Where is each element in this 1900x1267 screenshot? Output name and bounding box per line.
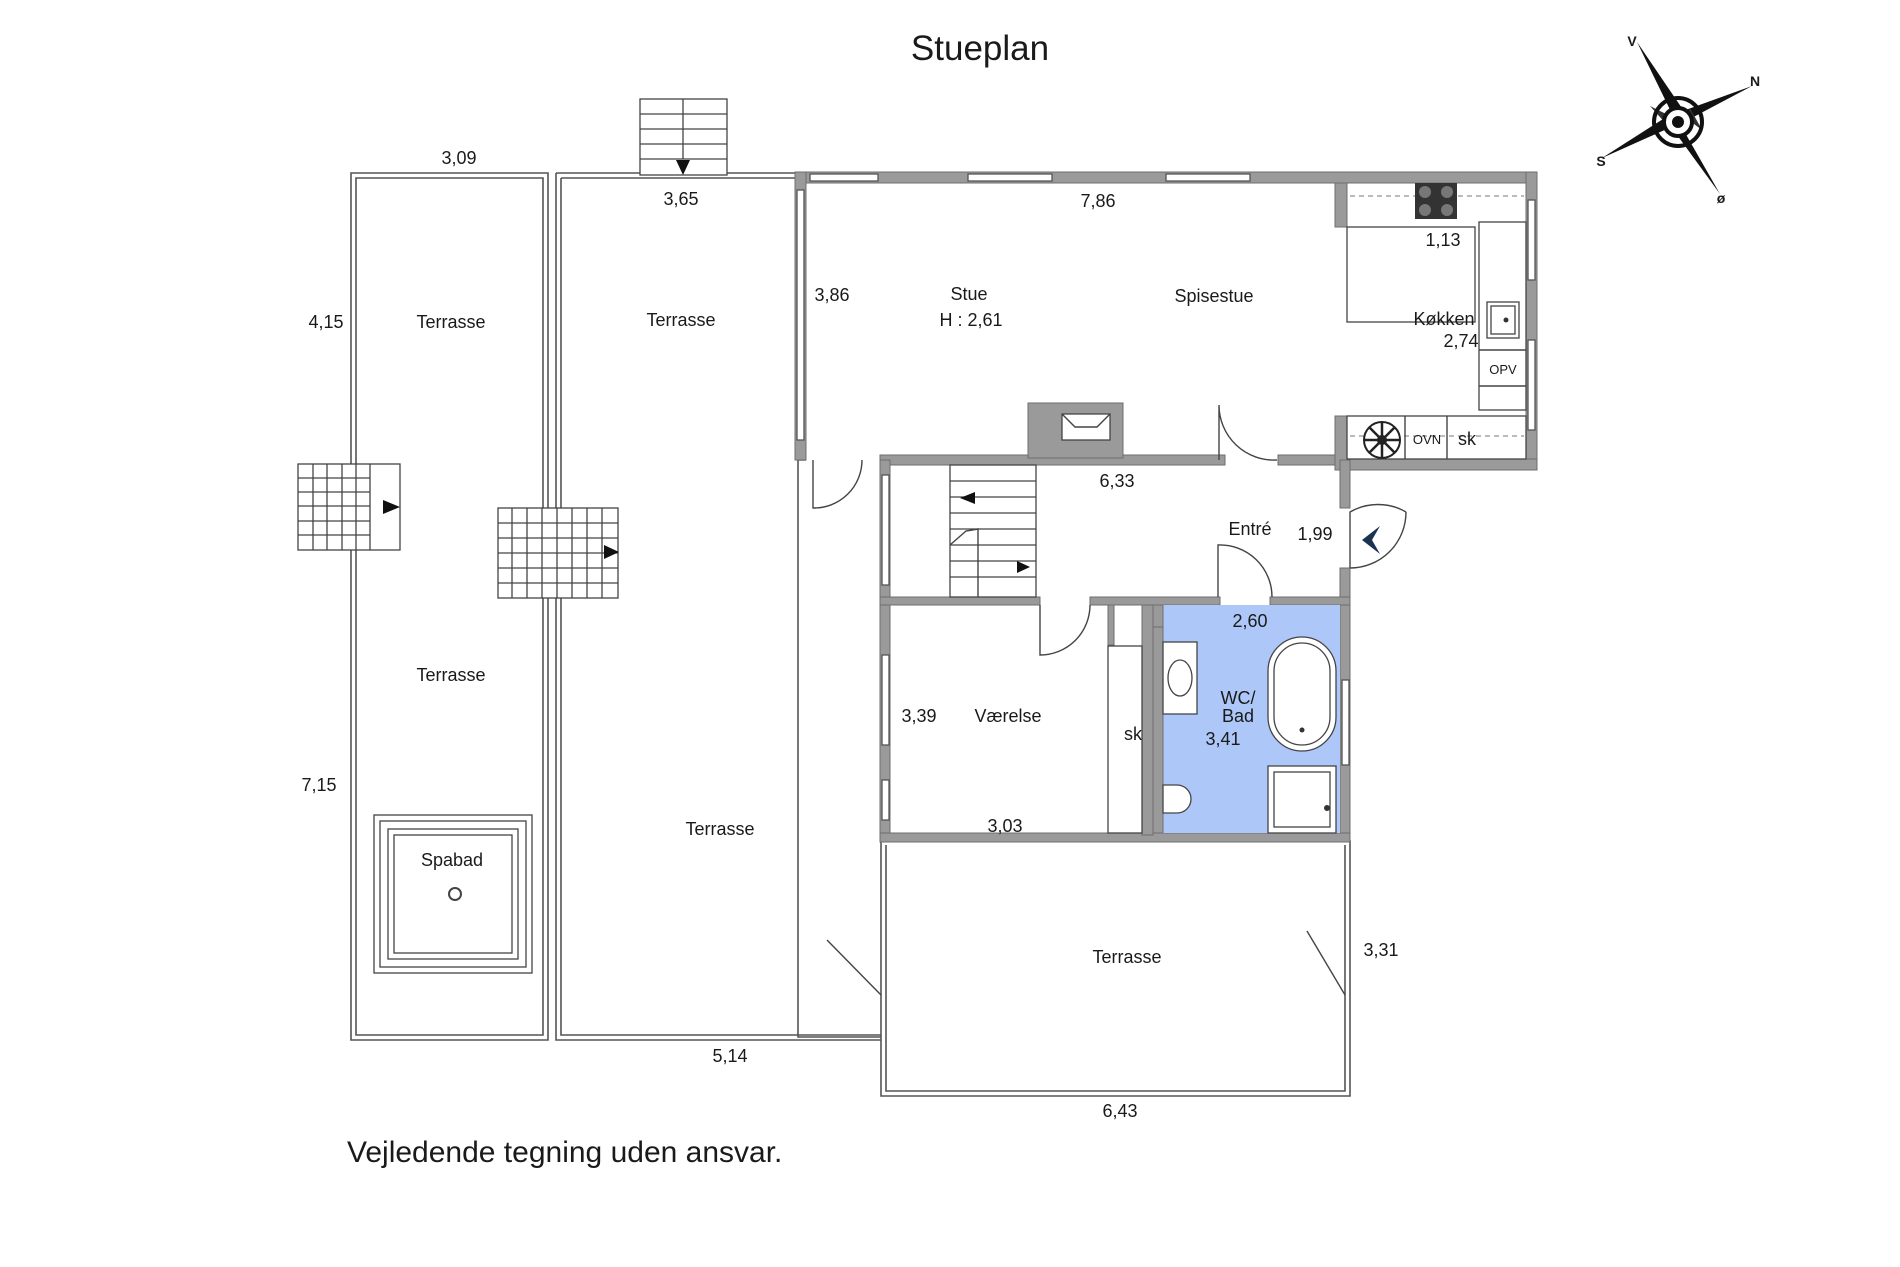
stair-arrow-icon xyxy=(960,492,975,504)
compass-icon xyxy=(1602,42,1752,194)
spabad xyxy=(373,814,533,974)
room-label-terrasse-3: Terrasse xyxy=(416,665,485,685)
stairs-middle xyxy=(497,507,619,599)
bathroom-fixtures xyxy=(1162,636,1337,834)
dimension-6-33: 6,33 xyxy=(1099,471,1134,491)
fixture-label-opv: OPV xyxy=(1489,362,1517,377)
room-label-spisestue: Spisestue xyxy=(1174,286,1253,306)
entry-arrow-icon xyxy=(1362,526,1380,554)
compass-label-s: S xyxy=(1596,153,1605,169)
compass-label-n: N xyxy=(1750,73,1760,89)
closet xyxy=(1107,645,1143,834)
dimension-1-99: 1,99 xyxy=(1297,524,1332,544)
dimension-2-74: 2,74 xyxy=(1443,331,1478,351)
dimension-7-86: 7,86 xyxy=(1080,191,1115,211)
windows xyxy=(796,173,1536,821)
stairs-top xyxy=(639,98,728,176)
dimension-3-41: 3,41 xyxy=(1205,729,1240,749)
stair-arrow-icon xyxy=(676,160,690,175)
room-label-stue-height: H : 2,61 xyxy=(939,310,1002,330)
room-label-kokken: Køkken xyxy=(1413,309,1474,329)
fixture-label-ovn: OVN xyxy=(1413,432,1441,447)
stair-arrow-icon xyxy=(383,500,400,514)
dimension-3-03: 3,03 xyxy=(987,816,1022,836)
room-label-bad: Bad xyxy=(1222,706,1254,726)
room-label-terrasse-5: Terrasse xyxy=(1092,947,1161,967)
oven-fan-icon xyxy=(1363,421,1401,459)
stair-arrow-icon xyxy=(1017,561,1030,573)
dimension-3-39: 3,39 xyxy=(901,706,936,726)
dimension-4-15: 4,15 xyxy=(308,312,343,332)
stair-arrow-icon xyxy=(604,545,619,559)
kitchen-counters xyxy=(1346,183,1527,460)
plan-title: Stueplan xyxy=(911,29,1049,68)
dimension-3-65: 3,65 xyxy=(663,189,698,209)
interior-stair xyxy=(949,464,1037,598)
stove-icon xyxy=(1415,183,1457,219)
dimension-3-31: 3,31 xyxy=(1363,940,1398,960)
compass-label-v: V xyxy=(1627,33,1637,49)
dimension-3-09: 3,09 xyxy=(441,148,476,168)
dimension-3-86: 3,86 xyxy=(814,285,849,305)
room-label-entre: Entré xyxy=(1228,519,1271,539)
room-label-terrasse-2: Terrasse xyxy=(646,310,715,330)
stairs-left xyxy=(297,463,401,551)
doors xyxy=(812,404,1407,996)
disclaimer-text: Vejledende tegning uden ansvar. xyxy=(347,1136,782,1169)
compass-label-o: ø xyxy=(1717,190,1726,206)
room-label-spabad: Spabad xyxy=(421,850,483,870)
dimension-2-60: 2,60 xyxy=(1232,611,1267,631)
compass-rose: V N S ø xyxy=(1596,33,1760,206)
fixture-label-sk-room: sk xyxy=(1124,724,1143,744)
dimension-5-14: 5,14 xyxy=(712,1046,747,1066)
dimension-6-43: 6,43 xyxy=(1102,1101,1137,1121)
kitchen-sink-icon xyxy=(1486,301,1520,339)
fixture-label-sk-kitchen: sk xyxy=(1458,429,1477,449)
dimension-1-13: 1,13 xyxy=(1425,230,1460,250)
spabad-drain-icon xyxy=(448,887,462,901)
room-label-terrasse-4: Terrasse xyxy=(685,819,754,839)
room-label-vaerelse: Værelse xyxy=(974,706,1041,726)
dimension-7-15: 7,15 xyxy=(301,775,336,795)
room-label-stue: Stue xyxy=(950,284,987,304)
room-label-wc: WC/ xyxy=(1221,688,1256,708)
room-label-terrasse-1: Terrasse xyxy=(416,312,485,332)
